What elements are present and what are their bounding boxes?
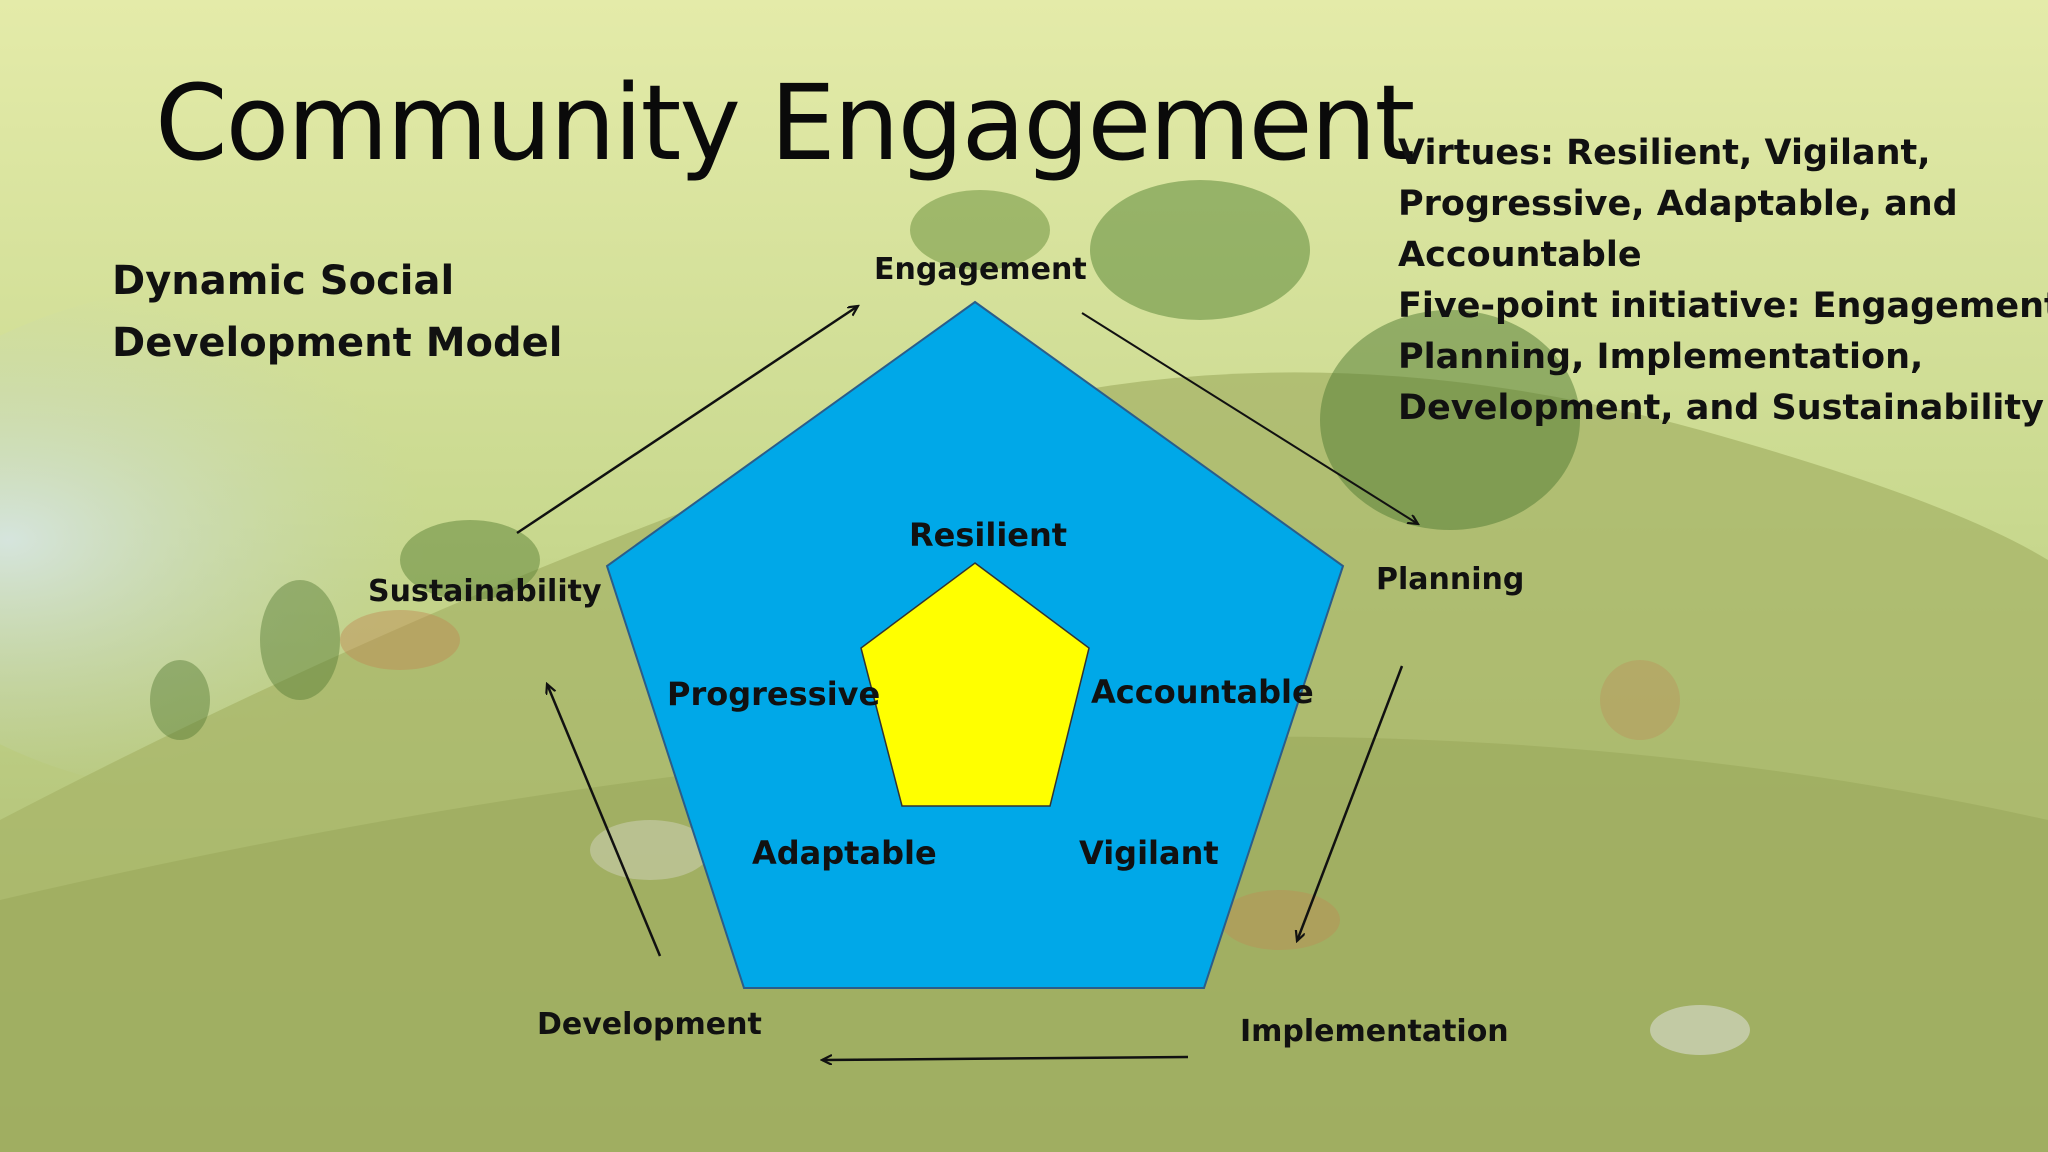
label-planning: Planning [1376,562,1525,597]
subtitle: Dynamic Social Development Model [112,250,562,374]
arrow-implementation-to-development [822,1057,1189,1060]
label-accountable: Accountable [1091,673,1314,711]
virtues-line: Progressive, Adaptable, and [1398,184,1958,224]
virtues-line: Virtues: Resilient, Vigilant, [1398,133,1931,173]
virtues-line: Planning, Implementation, [1398,337,1924,377]
label-development: Development [537,1007,762,1042]
label-implementation: Implementation [1240,1014,1509,1049]
arrow-engagement-to-planning [1081,312,1418,524]
label-resilient: Resilient [909,516,1068,554]
arrow-planning-to-implementation [1297,665,1404,941]
arrow-development-to-sustainability [547,684,662,957]
page-title: Community Engagement [155,62,1415,184]
label-sustainability: Sustainability [368,574,602,609]
subtitle-line-1: Dynamic Social [112,258,455,304]
subtitle-line-2: Development Model [112,320,563,366]
virtues-line: Five-point initiative: Engagement, [1398,286,2048,326]
label-adaptable: Adaptable [752,834,937,872]
virtues-description: Virtues: Resilient, Vigilant, Progressiv… [1398,128,2048,434]
label-vigilant: Vigilant [1079,834,1219,872]
virtues-line: Development, and Sustainability [1398,388,2044,428]
arrow-sustainability-to-engagement [516,306,858,535]
inner-pentagon [860,562,1090,807]
virtues-line: Accountable [1398,235,1642,275]
label-progressive: Progressive [667,675,881,713]
label-engagement: Engagement [874,252,1087,287]
